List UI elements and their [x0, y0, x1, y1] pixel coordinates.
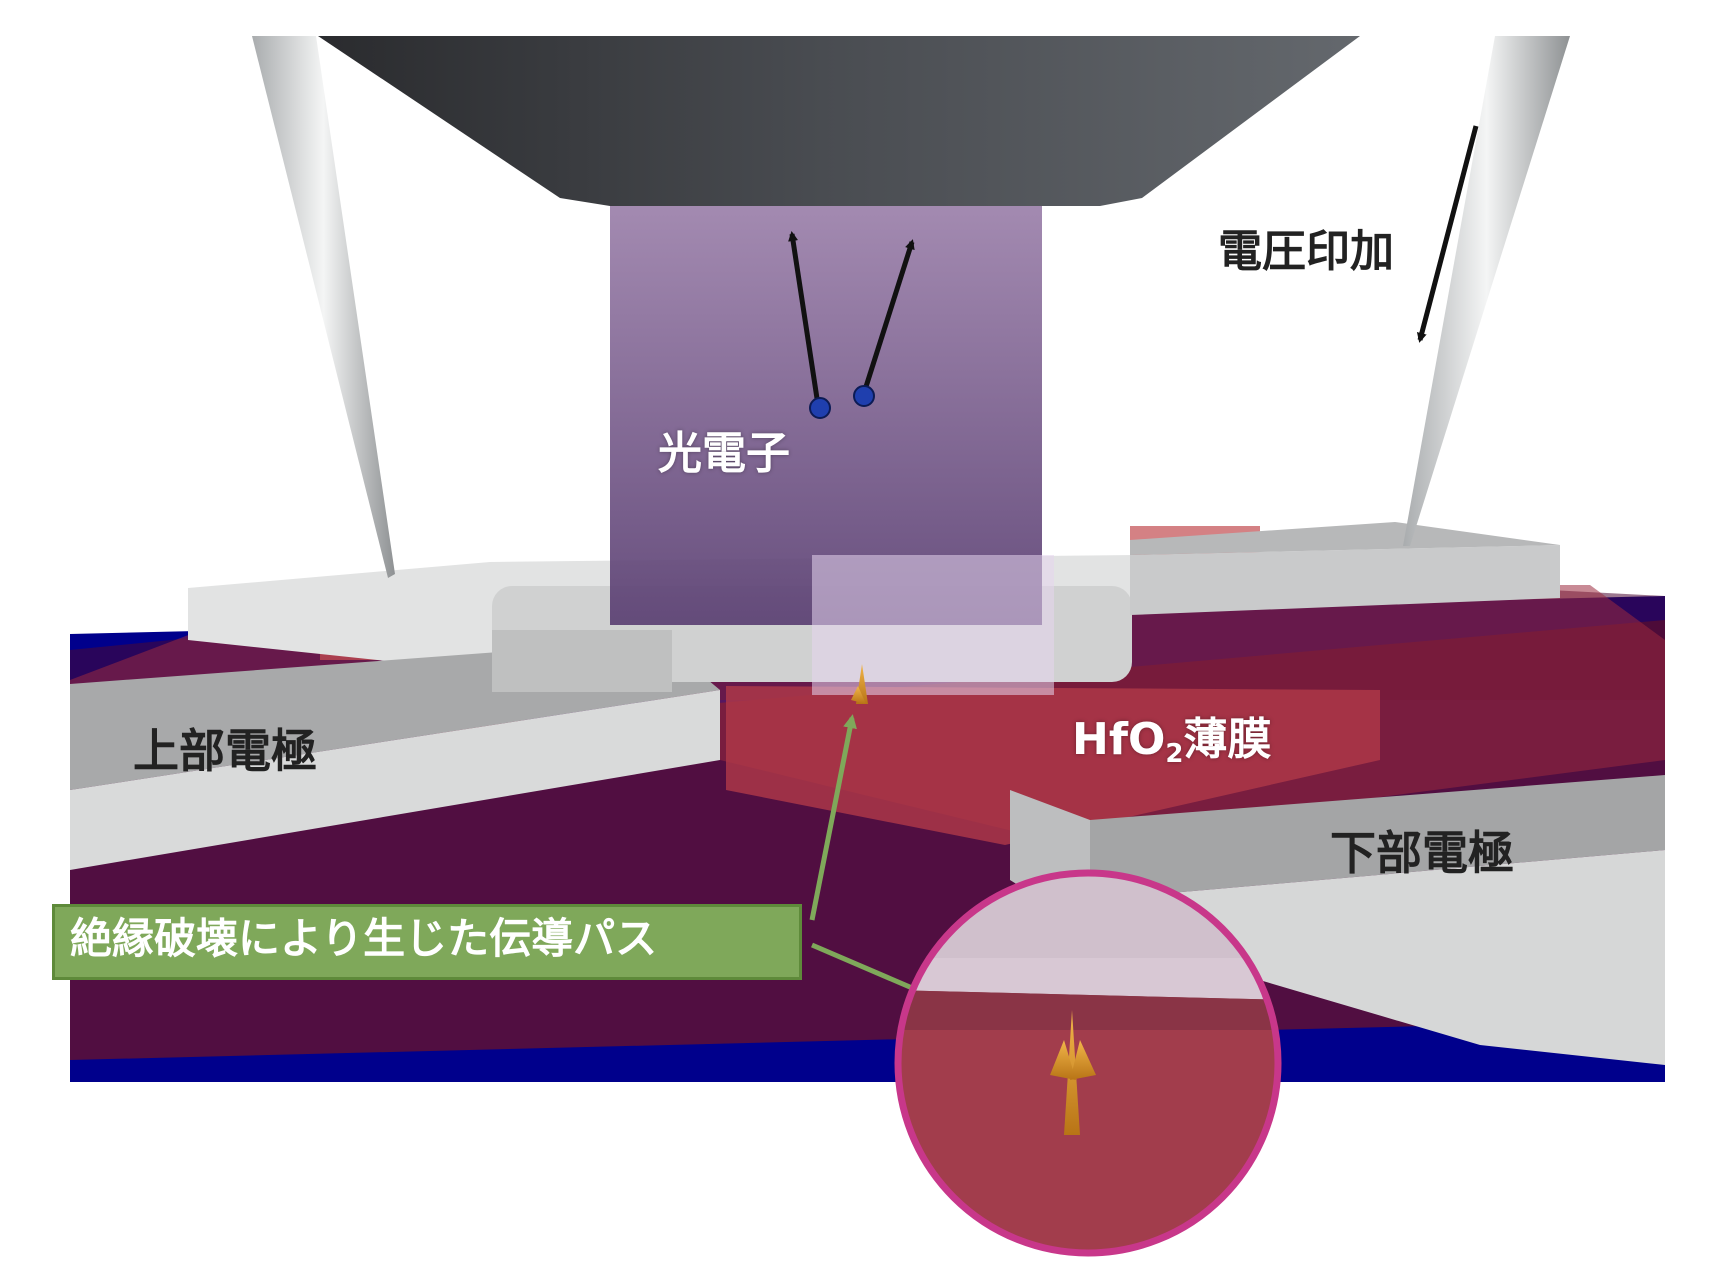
callout-pointer-1 — [809, 714, 857, 921]
magnified-spark — [1050, 1010, 1096, 1135]
top-electrode-raised-face — [492, 630, 672, 692]
conductive-path-spark — [851, 664, 868, 704]
probe-left — [252, 36, 395, 578]
callout-box — [52, 904, 802, 980]
electron-arrow-1 — [788, 231, 821, 406]
probe-right — [1403, 36, 1570, 546]
callout-conductive-path: 絶縁破壊により生じた伝導パス — [70, 914, 658, 963]
voltage-arrow — [1416, 125, 1479, 343]
magnifier-ring — [894, 869, 1282, 1257]
film-subscript: 2 — [1165, 739, 1184, 769]
top-electrode-bar-front — [70, 690, 720, 870]
electron-arrow-2 — [861, 239, 915, 394]
label-top-electrode: 上部電極 — [133, 724, 317, 778]
label-photoelectron: 光電子 — [658, 428, 790, 479]
film-suffix: 薄膜 — [1183, 714, 1272, 765]
beam-footprint — [812, 555, 1054, 695]
hfo2-film-front — [726, 686, 1380, 845]
bottom-electrode-bar-top — [1090, 775, 1665, 900]
electron-2 — [853, 385, 875, 407]
label-bottom-electrode: 下部電極 — [1330, 826, 1514, 880]
bottom-electrode-pad — [1130, 545, 1560, 615]
label-hfo2-film: HfO2薄膜 — [1072, 718, 1271, 769]
film-prefix: HfO — [1072, 714, 1166, 765]
label-voltage-applied: 電圧印加 — [1218, 226, 1394, 277]
bottom-electrode-pad-top — [1130, 522, 1560, 555]
analyzer-lens — [318, 36, 1360, 206]
bottom-electrode-bar-front — [1090, 850, 1665, 1065]
electron-1 — [809, 397, 831, 419]
